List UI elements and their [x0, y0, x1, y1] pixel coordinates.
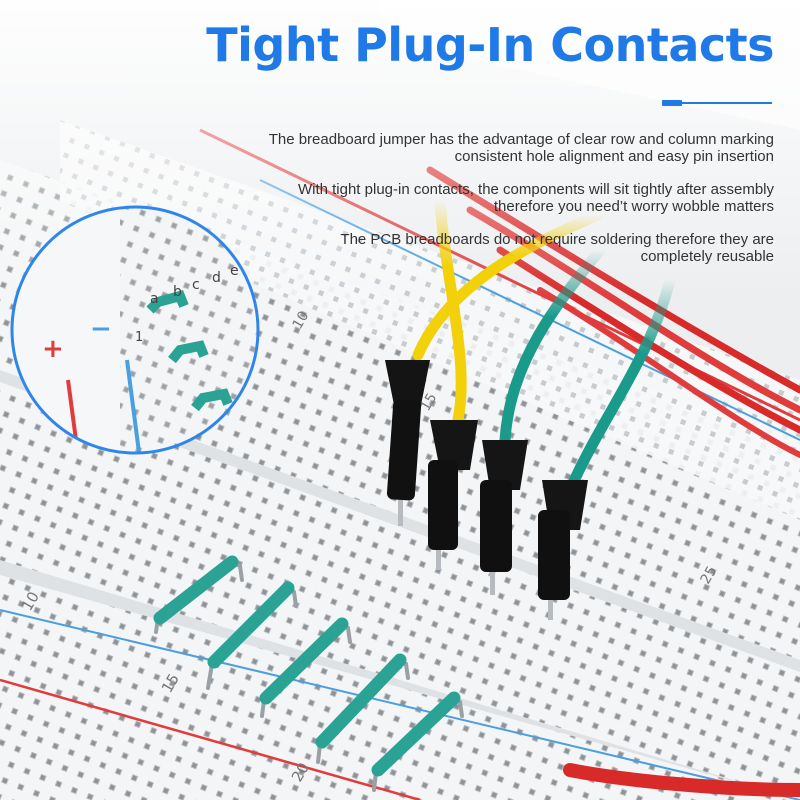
title-underline [662, 100, 772, 106]
inset-row-number: 1 [135, 330, 143, 345]
upper-label-15: 15 [418, 391, 441, 414]
teal-jumper-wires [153, 555, 464, 792]
upper-label-25: 25 [698, 564, 721, 587]
inset-col-c: c [192, 277, 200, 293]
flexible-wires [412, 194, 676, 496]
inset-col-e: e [230, 263, 239, 279]
feature-paragraph-1: The breadboard jumper has the advantage … [134, 131, 774, 165]
feature-paragraph-3: The PCB breadboards do not require solde… [134, 231, 774, 265]
upper-label-10: 10 [290, 309, 313, 332]
inset-col-b: b [173, 284, 182, 300]
feature-3-line-2: completely reusable [640, 248, 774, 265]
inset-col-d: d [212, 270, 221, 286]
jumper-connectors [385, 360, 588, 620]
feature-1-line-1: The breadboard jumper has the advantage … [268, 131, 774, 148]
feature-3-line-1: The PCB breadboards do not require solde… [340, 231, 774, 248]
feature-2-line-1: With tight plug-in contacts, the compone… [297, 181, 774, 198]
page-title: Tight Plug-In Contacts [206, 18, 774, 72]
feature-paragraph-2: With tight plug-in contacts, the compone… [134, 181, 774, 215]
inset-plus-sign: + [42, 334, 64, 364]
inset-minus-sign: − [90, 314, 112, 344]
feature-1-line-2: consistent hole alignment and easy pin i… [454, 148, 774, 165]
inset-col-a: a [150, 291, 159, 307]
feature-2-line-2: therefore you need’t worry wobble matter… [493, 198, 774, 215]
